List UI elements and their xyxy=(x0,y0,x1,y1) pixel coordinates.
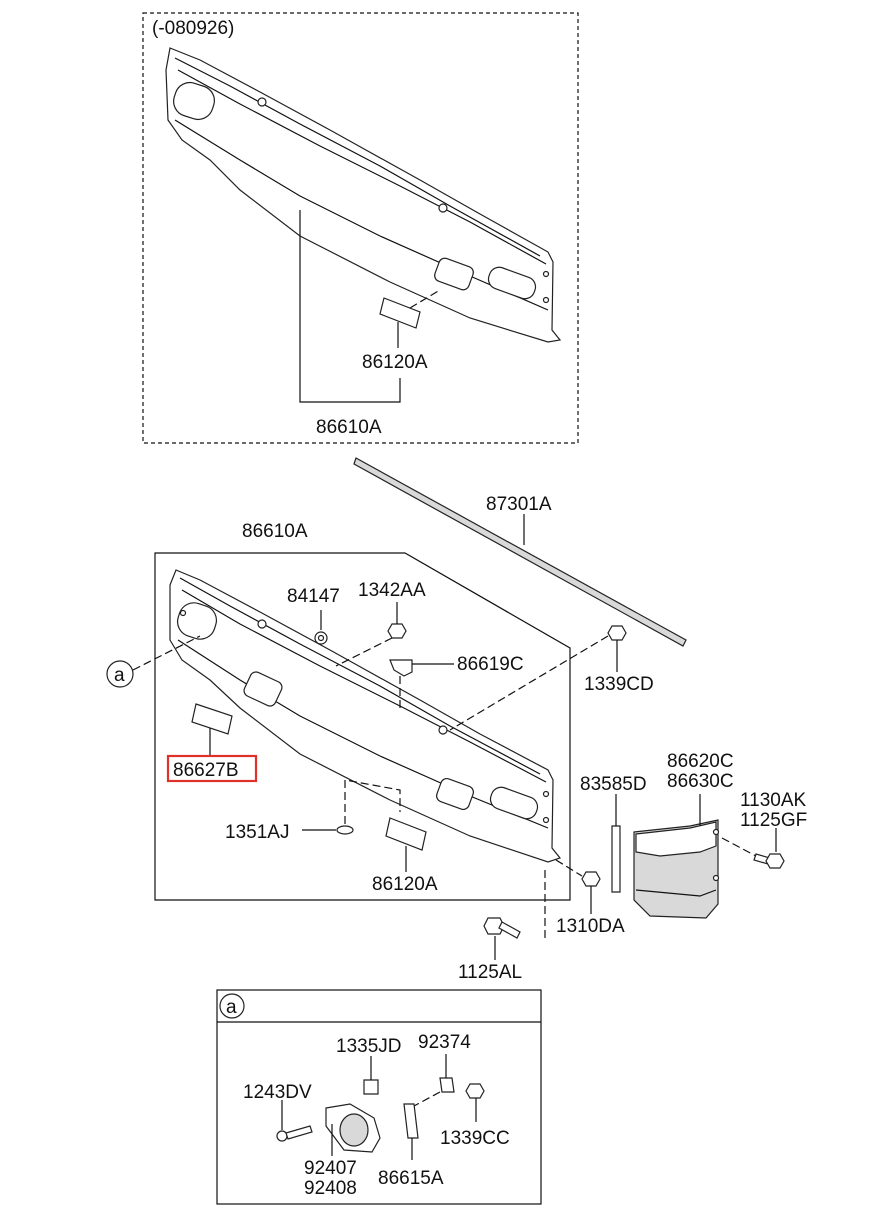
screw-1243DV-shape xyxy=(276,1125,313,1142)
bracket-86619C-shape xyxy=(389,659,413,677)
part-label-1125GF[interactable]: 1125GF xyxy=(740,810,807,831)
nut-1310DA-shape xyxy=(581,871,601,887)
part-label-84147[interactable]: 84147 xyxy=(287,586,340,607)
plug-1351AJ-shape xyxy=(336,825,354,835)
bracket-86615A-shape xyxy=(403,1103,419,1139)
part-label-92407[interactable]: 92407 xyxy=(304,1158,357,1179)
callout-a-circle[interactable] xyxy=(106,660,134,688)
part-label-1335JD[interactable]: 1335JD xyxy=(336,1036,402,1057)
top-group-range-label: (-080926) xyxy=(152,18,234,39)
main-group: 87301A 86610A a 84147 xyxy=(106,457,807,983)
highlight-box-86627B xyxy=(166,754,258,783)
top-group: (-080926) 86120A 86610A xyxy=(142,12,579,444)
part-label-1310DA[interactable]: 1310DA xyxy=(556,916,625,937)
pad-86627B-shape xyxy=(191,703,233,735)
part-label-1125AL[interactable]: 1125AL xyxy=(458,962,522,983)
top-panel-callout-bracket xyxy=(299,210,401,403)
part-label-87301A[interactable]: 87301A xyxy=(486,494,552,515)
main-group-frame xyxy=(154,552,571,901)
part-label-86610A-top[interactable]: 86610A xyxy=(316,417,382,438)
tape-83585D-shape xyxy=(611,825,621,893)
top-pad-leader xyxy=(409,289,441,309)
nut-1339CC-shape xyxy=(465,1083,485,1099)
detail-a-callout-letter: a xyxy=(226,997,237,1018)
molding-87301A-shape xyxy=(353,457,687,647)
part-label-86615A[interactable]: 86615A xyxy=(378,1168,444,1189)
nut-1342AA-shape xyxy=(387,623,407,639)
bolt-1125AL-shape xyxy=(483,917,521,939)
part-label-92408[interactable]: 92408 xyxy=(304,1178,357,1199)
callout-a-letter: a xyxy=(114,665,125,686)
part-label-86627B[interactable]: 86627B xyxy=(173,760,239,781)
top-pad-86120A-shape xyxy=(379,297,421,329)
detail-a-callout-circle xyxy=(219,993,245,1019)
part-label-92374[interactable]: 92374 xyxy=(418,1032,471,1053)
main-panel-illustration xyxy=(169,569,562,863)
callout-a-leader xyxy=(132,635,201,671)
part-label-1130AK[interactable]: 1130AK xyxy=(740,790,807,811)
part-label-86620C[interactable]: 86620C xyxy=(667,751,734,772)
part-label-1243DV[interactable]: 1243DV xyxy=(243,1082,312,1103)
screw-1130AK-shape xyxy=(753,853,785,869)
part-label-83585D[interactable]: 83585D xyxy=(580,774,647,795)
part-label-86120A-main[interactable]: 86120A xyxy=(372,874,438,895)
part-label-86120A-top[interactable]: 86120A xyxy=(362,352,428,373)
pad-86120A-right-shape xyxy=(385,817,427,851)
top-panel-illustration xyxy=(165,47,562,343)
part-label-1339CD[interactable]: 1339CD xyxy=(584,674,654,695)
part-label-1339CC[interactable]: 1339CC xyxy=(440,1128,510,1149)
nut-92374-shape xyxy=(439,1077,455,1093)
cover-86620C-shape xyxy=(633,819,720,919)
clip-1335JD-shape xyxy=(363,1079,379,1095)
part-label-86619C[interactable]: 86619C xyxy=(457,654,524,675)
part-label-1351AJ[interactable]: 1351AJ xyxy=(225,822,289,843)
part-label-86630C[interactable]: 86630C xyxy=(667,771,734,792)
nut-1339CD-shape xyxy=(607,625,627,641)
top-group-dashed-frame xyxy=(142,12,579,444)
detail-a-group: a 1335JD 92374 1243DV 92407 92408 86615A xyxy=(216,989,542,1205)
detail-a-frame xyxy=(216,989,542,1205)
part-label-86610A-main[interactable]: 86610A xyxy=(242,521,308,542)
part-label-1342AA[interactable]: 1342AA xyxy=(358,580,426,601)
lamp-92407-shape xyxy=(325,1103,381,1153)
